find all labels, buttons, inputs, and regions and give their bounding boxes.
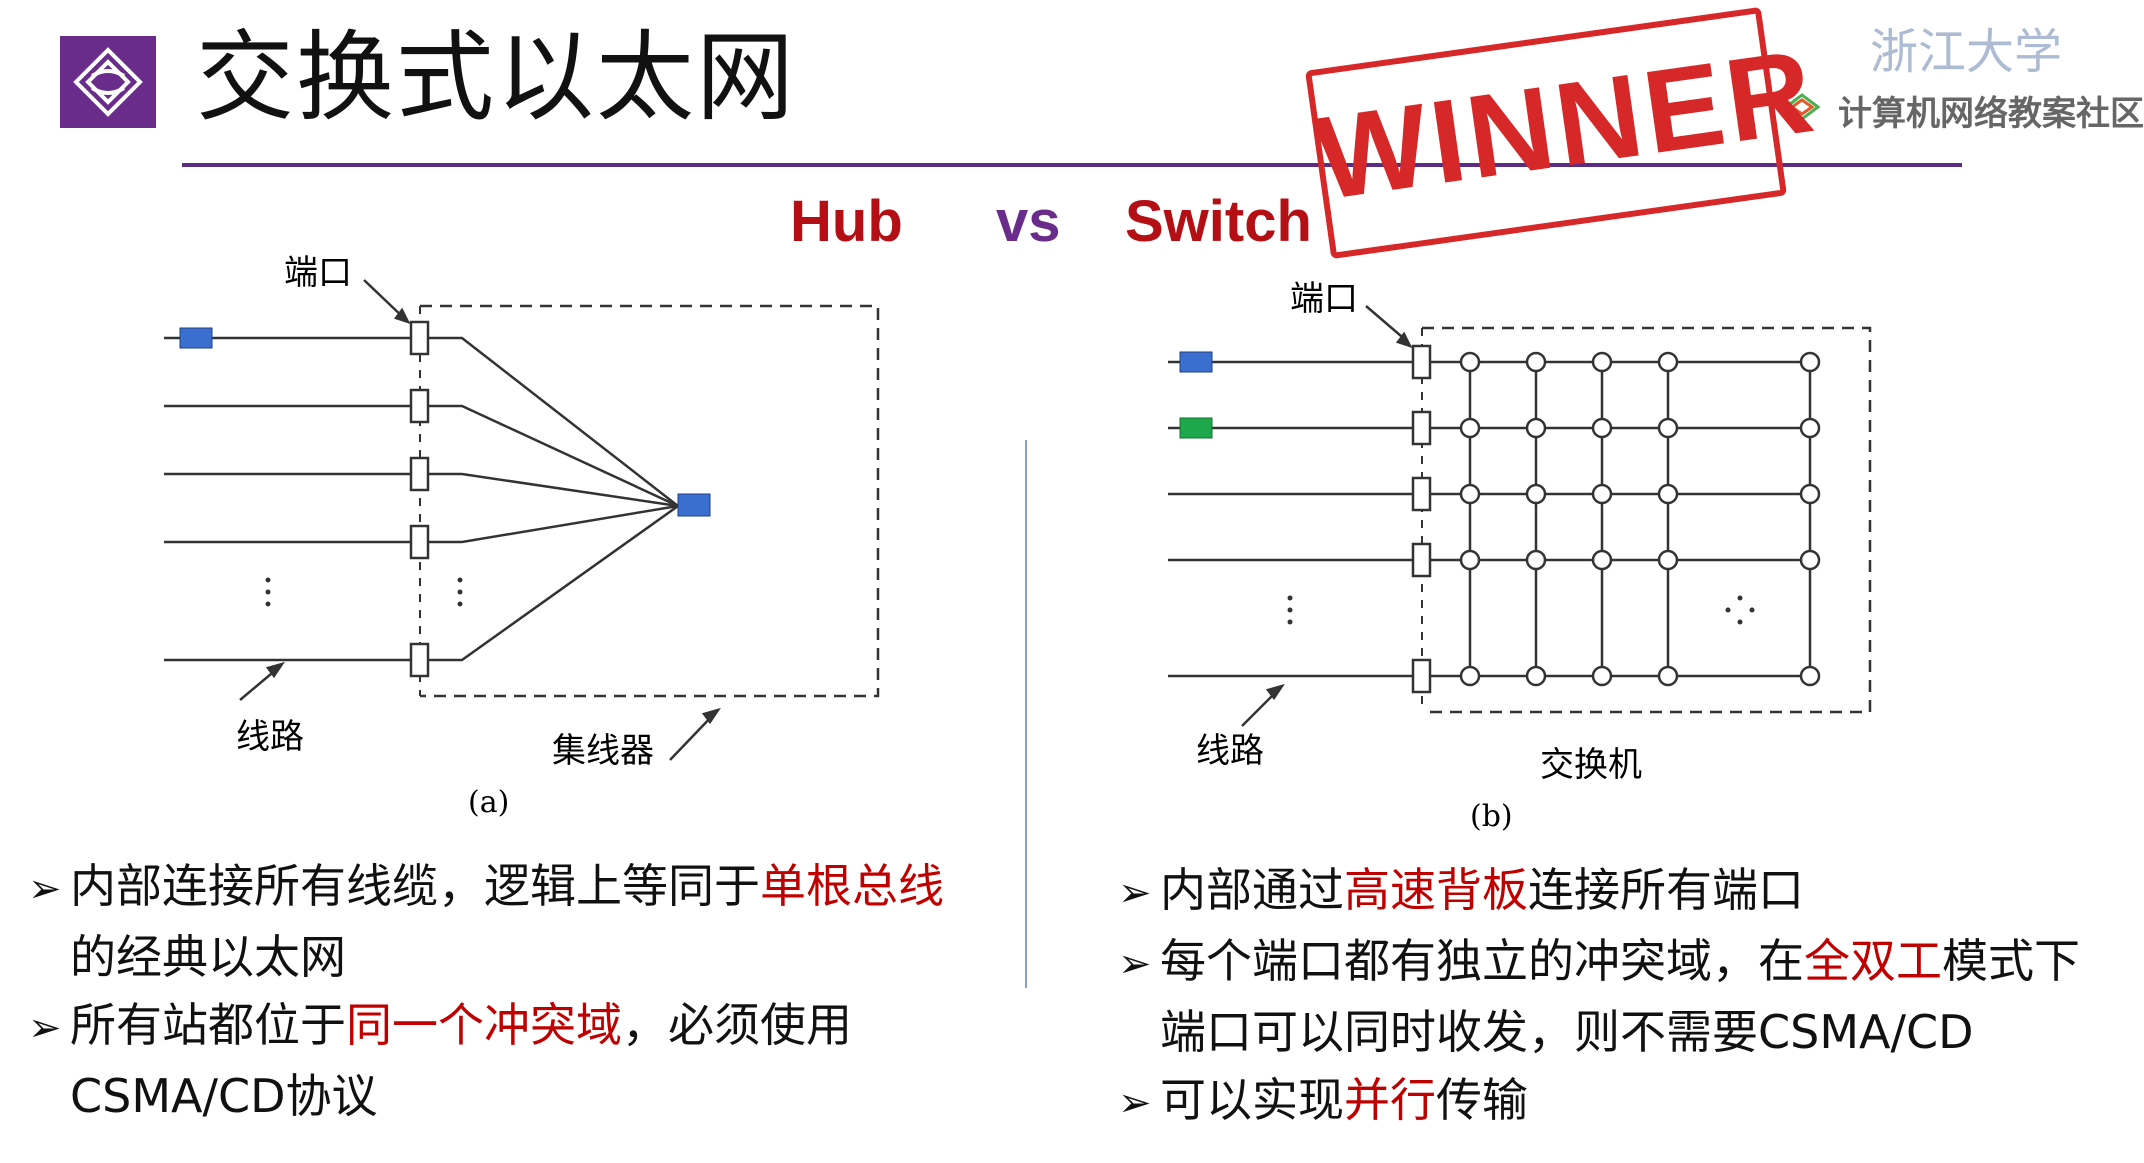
page-title: 交换式以太网 [196, 21, 797, 135]
switch-bullet-2-cont: 端口可以同时收发，则不需要CSMA/CD [1160, 1005, 1974, 1059]
bullet-emphasis: 同一个冲突域 [346, 998, 622, 1052]
switch-crosspoints [1459, 351, 1821, 687]
bullet-arrow-icon: ➢ [28, 866, 62, 912]
hub-bullet-1-cont: 的经典以太网 [70, 930, 346, 984]
switch-ellipsis [1287, 595, 1755, 625]
bullet-text: 可以实现 [1160, 1073, 1344, 1127]
hub-bullet-2: ➢所有站都位于同一个冲突域，必须使用 [28, 991, 944, 1062]
community-logo-icon [1783, 93, 1821, 121]
bullet-text: ，必须使用 [622, 998, 852, 1052]
hub-bullet-1: ➢内部连接所有线缆，逻辑上等同于单根总线 [28, 852, 944, 923]
switch-line-label: 线路 [1196, 731, 1264, 771]
column-divider [1025, 440, 1027, 988]
hub-line-label: 线路 [236, 717, 304, 757]
hub-enclosure [420, 304, 880, 698]
switch-pointers [1241, 305, 1413, 727]
bullet-arrow-icon: ➢ [1118, 1080, 1152, 1126]
switch-diagram: 端口 线路 交换机 (b) [1168, 279, 1872, 834]
bullet-text: 每个端口都有独立的冲突域，在 [1160, 934, 1804, 988]
switch-enclosure [1422, 326, 1872, 714]
hub-core-node [677, 493, 711, 517]
bullet-text: 模式下 [1942, 934, 2080, 988]
bullet-text: 连接所有端口 [1528, 863, 1804, 917]
hub-device-label: 集线器 [552, 731, 654, 771]
hub-diagram: 端口 线路 集线器 (a) [164, 253, 880, 820]
hub-station-blue [179, 327, 213, 349]
bullet-emphasis: 并行 [1344, 1073, 1436, 1127]
switch-device-label: 交换机 [1540, 745, 1642, 785]
bullet-text: 所有站都位于 [70, 998, 346, 1052]
switch-bullet-list: ➢内部通过高速背板连接所有端口 ➢每个端口都有独立的冲突域，在全双工模式下 端口… [1118, 856, 2080, 1137]
hub-bullet-2-cont: CSMA/CD协议 [70, 1069, 378, 1123]
switch-bullet-1: ➢内部通过高速背板连接所有端口 [1118, 856, 2080, 927]
bullet-emphasis: 单根总线 [760, 859, 944, 913]
slide-logo [60, 36, 156, 128]
headline-vs: vs [996, 189, 1061, 254]
bullet-text: 内部通过 [1160, 863, 1344, 917]
switch-ports [1411, 344, 1432, 694]
switch-lines [1168, 360, 1812, 678]
switch-station-green [1179, 417, 1213, 439]
winner-stamp: WINNER [1305, 6, 1824, 260]
switch-station-blue [1179, 351, 1213, 373]
bullet-arrow-icon: ➢ [28, 1005, 62, 1051]
hub-port-label: 端口 [284, 253, 352, 293]
switch-caption: (b) [1470, 799, 1513, 834]
hub-ellipsis [265, 577, 463, 607]
hub-caption: (a) [468, 785, 509, 820]
university-watermark: 浙江大学 [1870, 24, 2063, 80]
community-name: 计算机网络教案社区 [1838, 94, 2144, 134]
hub-ports [409, 320, 430, 678]
switch-port-label: 端口 [1290, 279, 1358, 319]
hub-lines [164, 336, 679, 662]
headline-hub: Hub [790, 189, 903, 254]
switch-bullet-2: ➢每个端口都有独立的冲突域，在全双工模式下 [1118, 927, 2080, 998]
bullet-arrow-icon: ➢ [1118, 870, 1152, 916]
bullet-text: 内部连接所有线缆，逻辑上等同于 [70, 859, 760, 913]
headline-switch: Switch [1125, 189, 1312, 254]
switch-bullet-3: ➢可以实现并行传输 [1118, 1066, 2080, 1137]
bullet-emphasis: 全双工 [1804, 934, 1942, 988]
title-underline [182, 163, 1962, 167]
hub-bullet-list: ➢内部连接所有线缆，逻辑上等同于单根总线 的经典以太网 ➢所有站都位于同一个冲突… [28, 852, 944, 1130]
logo-icon [73, 47, 143, 117]
bullet-text: 传输 [1436, 1073, 1528, 1127]
hub-pointers [239, 279, 721, 761]
bullet-emphasis: 高速背板 [1344, 863, 1528, 917]
bullet-arrow-icon: ➢ [1118, 941, 1152, 987]
